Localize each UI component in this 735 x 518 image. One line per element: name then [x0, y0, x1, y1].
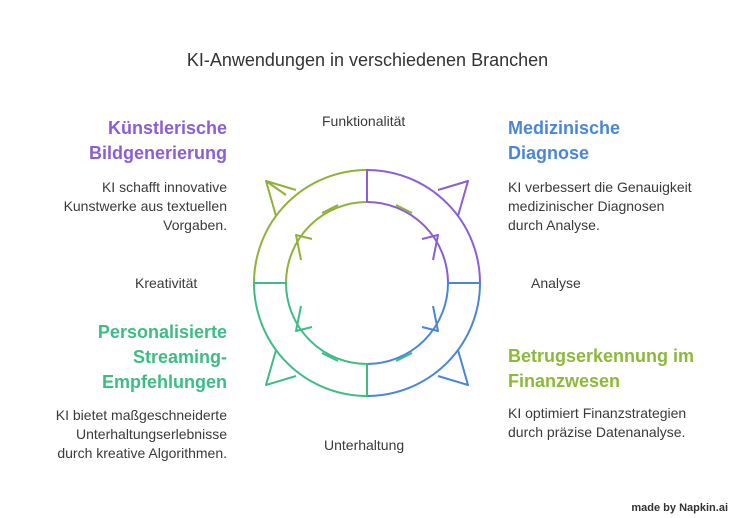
ring-segment-top-right — [366, 169, 481, 284]
inner-notch-top — [321, 204, 413, 214]
heading-bottom-left: Personalisierte Streaming- Empfehlungen — [98, 320, 227, 395]
axis-label-right: Analyse — [531, 275, 581, 291]
heading-line: Streaming- — [132, 347, 227, 367]
heading-bottom-right: Betrugserkennung im Finanzwesen — [508, 344, 694, 394]
desc-line: Unterhaltungserlebnisse — [76, 426, 227, 442]
axis-label-top: Funktionalität — [322, 113, 406, 129]
diagram-title: KI-Anwendungen in verschiedenen Branchen — [186, 50, 549, 70]
desc-line: Vorgaben. — [163, 217, 227, 233]
watermark-brand: Napkin.ai — [679, 502, 728, 514]
heading-line: Empfehlungen — [102, 372, 227, 392]
heading-line: Medizinische — [508, 118, 621, 138]
desc-line: durch präzise Datenanalyse. — [508, 424, 686, 440]
desc-bottom-left: KI bietet maßgeschneiderte Unterhaltungs… — [56, 406, 227, 463]
heading-top-left: Künstlerische Bildgenerierung — [89, 116, 227, 166]
arrow-top-left — [265, 180, 313, 261]
heading-line: Personalisierte — [97, 322, 227, 342]
desc-bottom-right: KI optimiert Finanzstrategien durch präz… — [508, 404, 686, 442]
desc-line: KI verbessert die Genauigkeit — [508, 179, 692, 195]
desc-top-right: KI verbessert die Genauigkeit medizinisc… — [508, 178, 692, 235]
desc-line: KI optimiert Finanzstrategien — [508, 405, 687, 421]
inner-notch-bottom — [321, 352, 413, 362]
heading-top-right: Medizinische Diagnose — [508, 116, 620, 166]
arrow-bottom-right — [421, 305, 469, 386]
desc-top-left: KI schafft innovative Kunstwerke aus tex… — [64, 178, 227, 235]
desc-line: Kunstwerke aus textuellen — [63, 198, 227, 214]
heading-line: Diagnose — [508, 143, 590, 163]
heading-line: Künstlerische — [107, 118, 227, 138]
ring-segment-bottom-right — [366, 282, 481, 397]
axis-label-left: Kreativität — [135, 275, 198, 291]
heading-line: Finanzwesen — [508, 371, 621, 391]
desc-line: durch Analyse. — [508, 217, 600, 233]
arrow-top-right — [421, 180, 469, 261]
heading-line: Betrugserkennung im — [508, 346, 695, 366]
desc-line: KI schafft innovative — [101, 179, 227, 195]
ring-segment-top-left — [253, 169, 368, 284]
arrow-bottom-left — [265, 305, 313, 386]
desc-line: KI bietet maßgeschneiderte — [55, 407, 227, 423]
desc-line: medizinischer Diagnosen — [508, 198, 665, 214]
watermark-prefix: made by — [631, 502, 677, 514]
axis-label-bottom: Unterhaltung — [324, 437, 405, 453]
ring-segment-bottom-left — [253, 282, 368, 397]
desc-line: durch kreative Algorithmen. — [57, 445, 227, 461]
napkin-watermark[interactable]: made by Napkin.ai — [631, 502, 728, 514]
heading-line: Bildgenerierung — [88, 143, 227, 163]
